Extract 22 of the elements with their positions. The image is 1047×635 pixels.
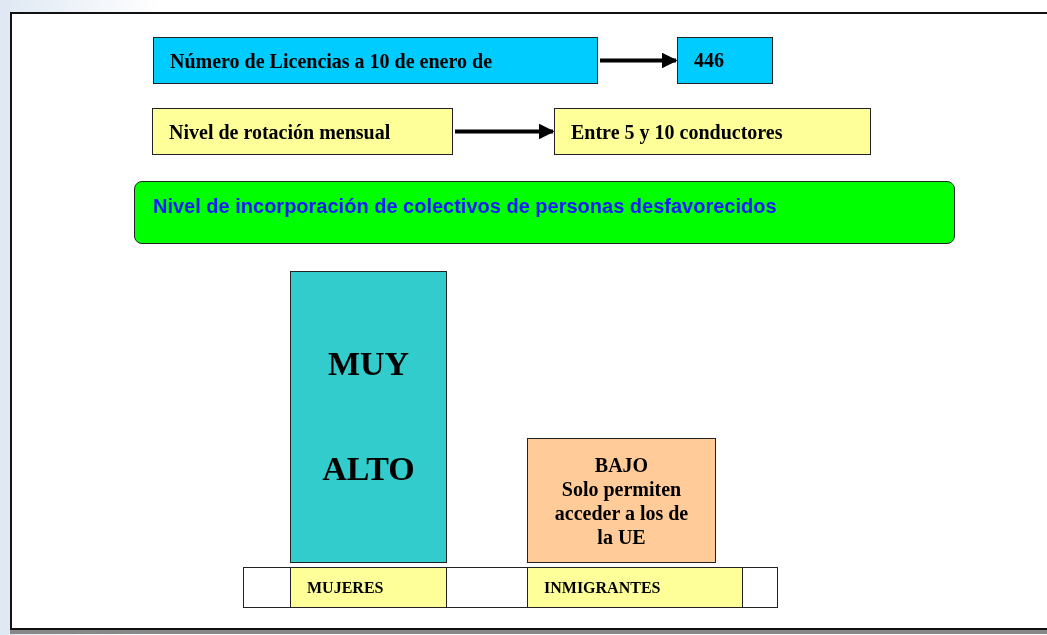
info-box bbox=[554, 108, 871, 155]
arrow bbox=[600, 52, 678, 69]
level-text: ALTO bbox=[322, 449, 415, 490]
banner-box bbox=[134, 181, 955, 244]
info-box bbox=[677, 37, 773, 84]
value-text: Entre 5 y 10 conductores bbox=[571, 119, 783, 144]
category-label: MUJERES bbox=[307, 577, 384, 598]
info-box bbox=[152, 108, 453, 155]
info-box bbox=[153, 37, 598, 84]
label-text: Número de Licencias a 10 de enero de bbox=[170, 48, 492, 73]
level-text: MUY bbox=[327, 344, 410, 385]
banner-text: Nivel de incorporación de colectivos de personas desfavorecidos bbox=[153, 195, 777, 218]
category-cell bbox=[527, 567, 743, 608]
level-text: BAJO bbox=[594, 452, 649, 477]
value-text: 446 bbox=[694, 48, 724, 72]
category-cell bbox=[290, 567, 447, 608]
level-bar bbox=[290, 271, 447, 563]
level-bar bbox=[527, 438, 716, 563]
level-text: Solo permiten acceder a los de la UE bbox=[554, 476, 689, 549]
label-text: Nivel de rotación mensual bbox=[169, 119, 391, 144]
arrow bbox=[455, 123, 555, 140]
category-label: INMIGRANTES bbox=[544, 577, 661, 598]
